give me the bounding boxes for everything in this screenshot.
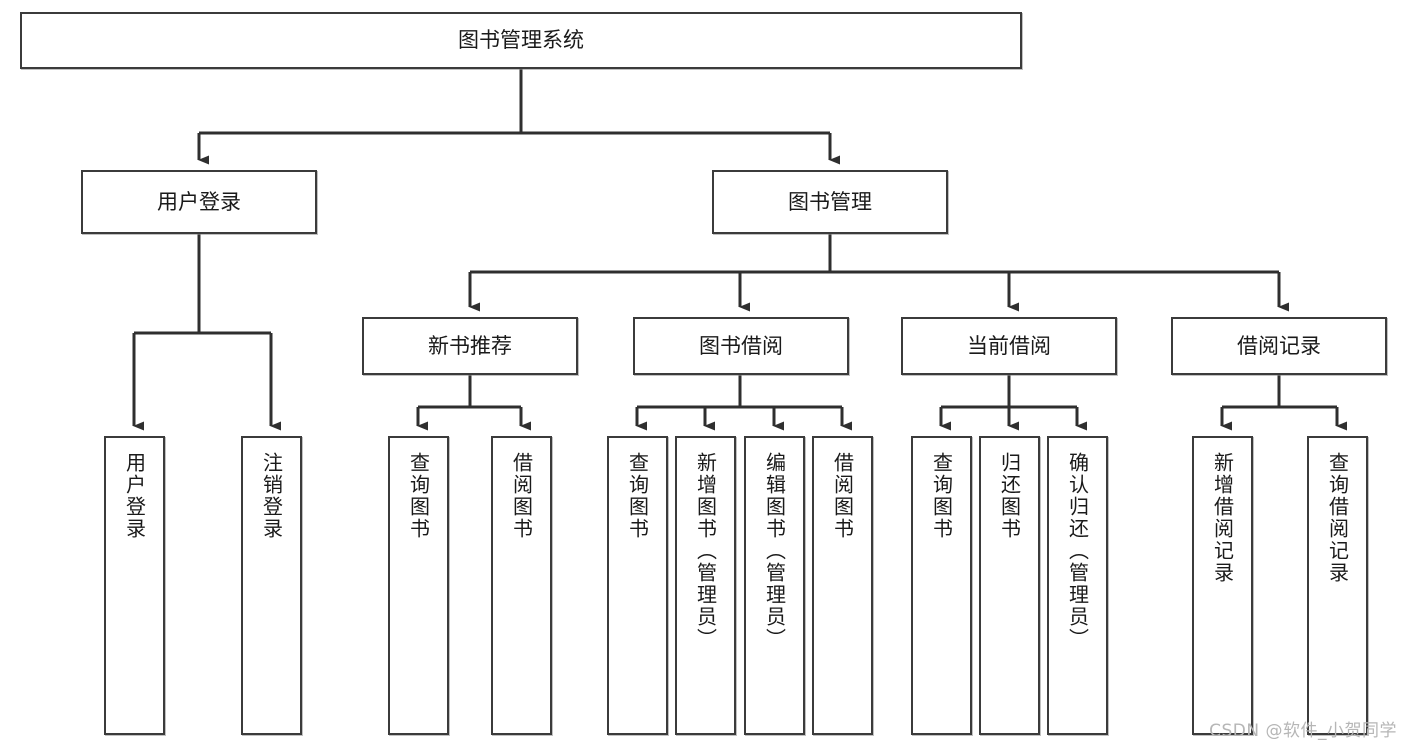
node-label: 注销登录 xyxy=(259,452,284,540)
node-label: 查询图书 xyxy=(625,452,650,540)
leaf-record-add-record[interactable]: 新增借阅记录 xyxy=(1192,436,1253,735)
node-label: 查询借阅记录 xyxy=(1325,452,1350,584)
node-label: 借阅记录 xyxy=(1237,333,1321,358)
node-label: 图书管理系统 xyxy=(458,28,584,53)
node-label: 新增借阅记录 xyxy=(1210,452,1235,584)
node-borrow-record[interactable]: 借阅记录 xyxy=(1171,317,1387,375)
node-label: 查询图书 xyxy=(929,452,954,540)
node-label: 图书借阅 xyxy=(699,333,783,358)
node-label: 借阅图书 xyxy=(830,452,855,540)
node-user-login[interactable]: 用户登录 xyxy=(81,170,317,234)
leaf-current-query-book[interactable]: 查询图书 xyxy=(911,436,972,735)
leaf-borrow-borrow-book[interactable]: 借阅图书 xyxy=(812,436,873,735)
node-book-borrow[interactable]: 图书借阅 xyxy=(633,317,849,375)
leaf-current-confirm-return-admin[interactable]: 确认归还（管理员） xyxy=(1047,436,1108,735)
node-label: 用户登录 xyxy=(122,452,147,540)
node-book-management[interactable]: 图书管理 xyxy=(712,170,948,234)
leaf-current-return-book[interactable]: 归还图书 xyxy=(979,436,1040,735)
leaf-borrow-edit-book-admin[interactable]: 编辑图书（管理员） xyxy=(744,436,805,735)
watermark-text: CSDN @软件_小贺同学 xyxy=(1209,721,1397,741)
node-label: 确认归还（管理员） xyxy=(1065,452,1090,650)
node-label: 新书推荐 xyxy=(428,333,512,358)
node-label: 新增图书（管理员） xyxy=(693,452,718,650)
node-label: 借阅图书 xyxy=(509,452,534,540)
node-current-borrow[interactable]: 当前借阅 xyxy=(901,317,1117,375)
leaf-borrow-query-book[interactable]: 查询图书 xyxy=(607,436,668,735)
leaf-recommend-query-book[interactable]: 查询图书 xyxy=(388,436,449,735)
node-label: 当前借阅 xyxy=(967,333,1051,358)
leaf-user-login-login[interactable]: 用户登录 xyxy=(104,436,165,735)
leaf-borrow-add-book-admin[interactable]: 新增图书（管理员） xyxy=(675,436,736,735)
node-label: 用户登录 xyxy=(157,189,241,214)
node-new-book-recommend[interactable]: 新书推荐 xyxy=(362,317,578,375)
node-label: 归还图书 xyxy=(997,452,1022,540)
node-label: 图书管理 xyxy=(788,189,872,214)
leaf-user-login-logout[interactable]: 注销登录 xyxy=(241,436,302,735)
node-label: 编辑图书（管理员） xyxy=(762,452,787,650)
leaf-recommend-borrow-book[interactable]: 借阅图书 xyxy=(491,436,552,735)
node-root-system[interactable]: 图书管理系统 xyxy=(20,12,1022,69)
leaf-record-query-record[interactable]: 查询借阅记录 xyxy=(1307,436,1368,735)
node-label: 查询图书 xyxy=(406,452,431,540)
